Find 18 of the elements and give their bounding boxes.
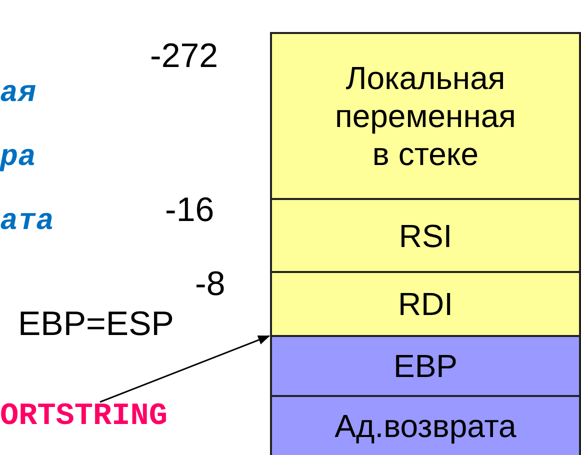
slot-label: EBP (393, 347, 458, 385)
slot-label: RDI (398, 285, 454, 323)
code-text: ORTSTRING (0, 400, 168, 436)
stack-slot (270, 395, 581, 455)
stack-slot (270, 335, 581, 397)
code-fragment: ая (0, 76, 36, 112)
offset-label: -16 (165, 192, 214, 228)
code-fragment: ата (0, 204, 54, 240)
offset-label: -272 (150, 38, 218, 74)
slot-label: Ад.возврата (334, 407, 516, 445)
slot-label: RSI (398, 216, 452, 254)
stack-slot (270, 198, 581, 273)
stack-slot (270, 32, 581, 200)
arrow (100, 335, 270, 403)
slot-label: Локальная переменная в стеке (334, 59, 517, 173)
stack-slot (270, 271, 581, 337)
offset-label: -8 (195, 266, 226, 302)
register-label: EBP=ESP (18, 306, 174, 342)
